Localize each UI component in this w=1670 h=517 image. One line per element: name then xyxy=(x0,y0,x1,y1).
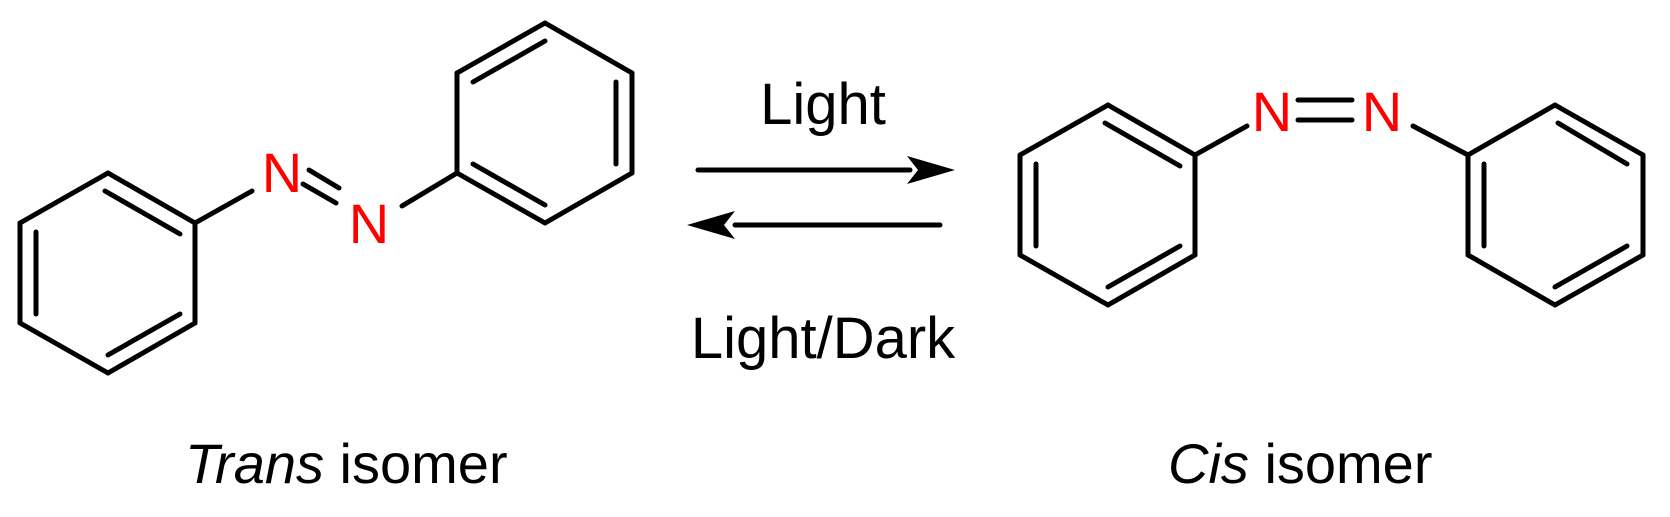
cis-label-italic: Cis xyxy=(1168,432,1249,495)
cis-nn-double-bond xyxy=(1295,97,1355,123)
cis-nc-bond-right xyxy=(1410,123,1471,158)
trans-nitrogen-atom-1: N xyxy=(262,141,302,204)
trans-left-benzene-ring xyxy=(17,170,198,376)
reverse-arrow-label: Light/Dark xyxy=(691,306,956,371)
cis-nitrogen-atom-1: N xyxy=(1252,80,1292,143)
cis-cn-bond-left xyxy=(1192,123,1250,158)
reverse-arrow xyxy=(687,211,943,239)
trans-isomer-label: Trans isomer xyxy=(185,432,508,495)
trans-label-italic: Trans xyxy=(185,432,324,495)
cis-isomer: N N Cis isomer xyxy=(1017,80,1646,495)
trans-right-benzene-ring xyxy=(454,20,635,226)
cis-label-rest: isomer xyxy=(1249,432,1433,495)
equilibrium-arrows: Light Light/Dark xyxy=(687,72,956,371)
trans-nitrogen-atom-2: N xyxy=(349,192,389,255)
cis-right-benzene-ring xyxy=(1465,102,1646,308)
cis-left-benzene-ring xyxy=(1017,102,1198,308)
cis-isomer-label: Cis isomer xyxy=(1168,432,1432,495)
forward-arrow xyxy=(695,156,955,184)
trans-label-rest: isomer xyxy=(324,432,508,495)
forward-arrow-label: Light xyxy=(760,72,886,137)
trans-isomer: N N Trans isomer xyxy=(17,20,635,495)
trans-nn-double-bond xyxy=(300,167,342,206)
cis-nitrogen-atom-2: N xyxy=(1362,80,1402,143)
trans-nc-bond-right xyxy=(399,170,460,209)
trans-cn-bond-left xyxy=(192,188,255,226)
